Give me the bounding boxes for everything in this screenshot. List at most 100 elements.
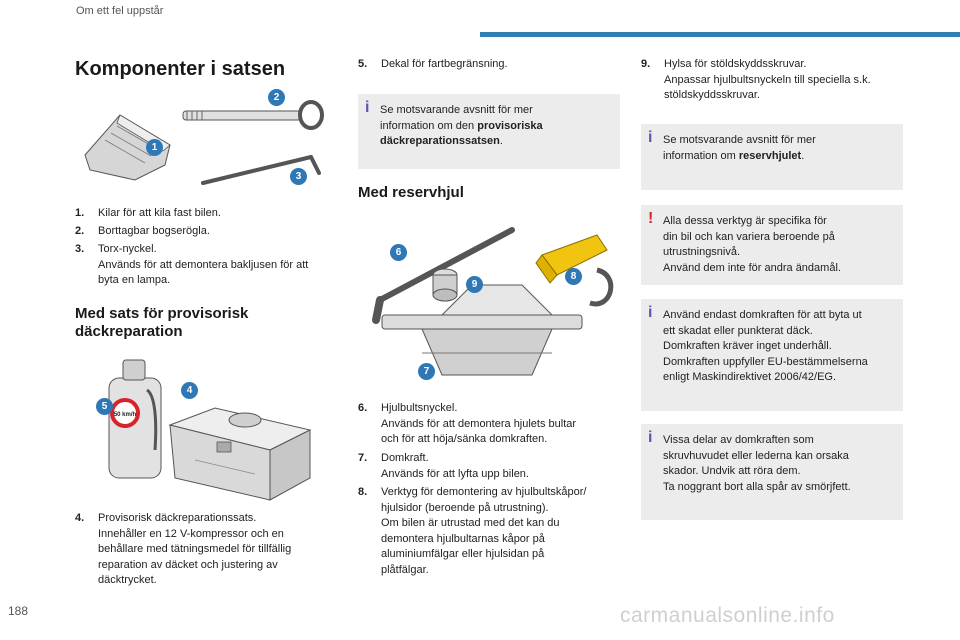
note-line: däckreparationssatsen. [380,134,543,150]
item-text: reparation av däcket och justering av [98,558,278,571]
callout-badge-2: 2 [268,89,285,106]
info-icon: i [365,99,370,116]
item-text: plåtfälgar. [381,563,429,576]
wrench-jack-socket-illustration [372,227,614,376]
item-text: Domkraft. [381,452,429,464]
note-line: Alla dessa verktyg är specifika för [663,215,827,227]
note-body: Se motsvarande avsnitt för mer informati… [663,133,816,164]
warning-icon: ! [648,210,654,227]
item-number: 2. [75,225,85,237]
info-icon: i [648,429,653,446]
callout-badge-9: 9 [466,276,483,293]
note-bold-text: provisoriska [477,119,543,132]
list-item-1: 1. Kilar för att kila fast bilen. [75,206,345,222]
heading-line: däckreparation [75,323,183,340]
item-text: Provisorisk däckreparationssats. [98,512,257,524]
list-item-9: 9. Hylsa för stöldskyddsskruvar. Anpassa… [641,57,906,105]
info-note-spare-wheel: i Se motsvarande avsnitt för mer informa… [641,124,903,190]
section-heading-spare-wheel: Med reservhjul [358,184,464,201]
heading-line: Med sats för provisorisk [75,305,249,322]
note-bold-text: reservhjulet [738,149,802,162]
note-line: utrustningsnivå. [663,246,741,258]
note-line: din bil och kan variera beroende på [663,230,835,243]
note-line: Ta noggrant bort alla spår av smörjfett. [663,480,851,493]
spare-wheel-tools-illustration [362,215,620,385]
note-line: ett skadat eller punkterat däck. [663,324,813,337]
item-text: Om bilen är utrustad med det kan du [381,517,560,529]
note-line: Se motsvarande avsnitt för mer [380,104,533,116]
compressor-and-sealant-bottle-illustration: 50 km/h [108,359,312,501]
note-line: Domkraften uppfyller EU-bestämmelserna [663,355,868,368]
item-text: Borttagbar bogserögla. [98,225,210,237]
item-number: 8. [358,486,368,498]
running-header: Om ett fel uppstår [76,5,164,17]
info-icon: i [648,304,653,321]
item-number: 5. [358,58,368,70]
callout-badge-7: 7 [418,363,435,380]
repair-kit-illustration: 50 km/h [95,350,335,510]
note-body: Vissa delar av domkraften som skruvhuvud… [663,433,851,495]
item-text: demontera hjulbultarnas kåpor på [381,532,545,545]
item-text: aluminiumfälgar eller hjulsidan på [381,548,545,560]
note-bold-text: däckreparationssatsen [380,135,500,147]
item-text: hjulsidor (beroende på utrustning). [381,501,549,514]
page-number: 188 [8,604,29,618]
item-text: Används för att demontera bakljusen för … [98,258,309,271]
list-item-6: 6. Hjulbultsnyckel. Används för att demo… [358,401,620,449]
warning-note-tools: ! Alla dessa verktyg är specifika för di… [641,205,903,285]
note-line: Vissa delar av domkraften som [663,434,814,446]
note-line: information om den provisoriska [380,119,543,135]
item-text: och för att höja/sänka domkraften. [381,433,548,445]
item-text: Torx-nyckel. [98,243,157,255]
speed-limit-sticker-text: 50 km/h [114,412,137,418]
info-note-jack-usage: i Använd endast domkraften för att byta … [641,299,903,411]
note-line: skador. Undvik att röra dem. [663,465,801,477]
item-number: 3. [75,243,85,255]
note-line: Använd dem inte för andra ändamål. [663,261,841,274]
item-number: 6. [358,402,368,414]
item-text: Används för att demontera hjulets bultar [381,417,577,430]
info-icon: i [648,129,653,146]
list-item-7: 7. Domkraft. Används för att lyfta upp b… [358,451,620,483]
note-body: Se motsvarande avsnitt för mer informati… [380,103,543,150]
note-text: information om den [380,119,478,132]
callout-badge-8: 8 [565,268,582,285]
callout-badge-4: 4 [181,382,198,399]
item-text: Kilar för att kila fast bilen. [98,207,221,219]
header-accent-bar [480,32,960,37]
watermark: carmanualsonline.info [620,604,835,627]
item-text: Används för att lyfta upp bilen. [381,467,529,480]
item-text: däcktrycket. [98,574,157,586]
item-text: stöldskyddsskruvar. [664,89,760,101]
item-number: 4. [75,512,85,524]
note-line: enligt Maskindirektivet 2006/42/EG. [663,371,837,383]
note-text: . [499,135,503,147]
note-line: Se motsvarande avsnitt för mer [663,134,816,146]
info-note-jack-safety: i Vissa delar av domkraften som skruvhuv… [641,424,903,520]
item-text: byta en lampa. [98,274,171,286]
section-heading-repair-kit: Med sats för provisorisk däckreparation [75,305,248,341]
item-number: 7. [358,452,368,464]
list-item-2: 2. Borttagbar bogserögla. [75,224,345,240]
item-text: Innehåller en 12 V-kompressor och en [98,527,284,540]
item-text: Dekal för fartbegränsning. [381,58,508,70]
note-text: . [801,149,805,162]
item-text: Hjulbultsnyckel. [381,402,458,414]
list-item-8: 8. Verktyg för demontering av hjulbultsk… [358,485,620,580]
note-body: Använd endast domkraften för att byta ut… [663,308,868,386]
note-line: Domkraften kräver inget underhåll. [663,340,832,352]
callout-badge-5: 5 [96,398,113,415]
list-item-4: 4. Provisorisk däckreparationssats. Inne… [75,511,345,591]
list-item-5: 5. Dekal för fartbegränsning. [358,57,628,73]
item-text: behållare med tätningsmedel för tillfäll… [98,543,292,555]
note-text: information om [663,149,739,162]
callout-badge-3: 3 [290,168,307,185]
item-text: Hylsa för stöldskyddsskruvar. [664,58,807,70]
callout-badge-6: 6 [390,244,407,261]
note-line: Använd endast domkraften för att byta ut [663,309,862,321]
item-number: 1. [75,207,85,219]
item-text: Verktyg för demontering av hjulbultskåpo… [381,486,587,498]
item-text: Anpassar hjulbultsnyckeln till speciella… [664,73,871,86]
item-number: 9. [641,58,651,70]
note-line: information om reservhjulet. [663,149,816,165]
